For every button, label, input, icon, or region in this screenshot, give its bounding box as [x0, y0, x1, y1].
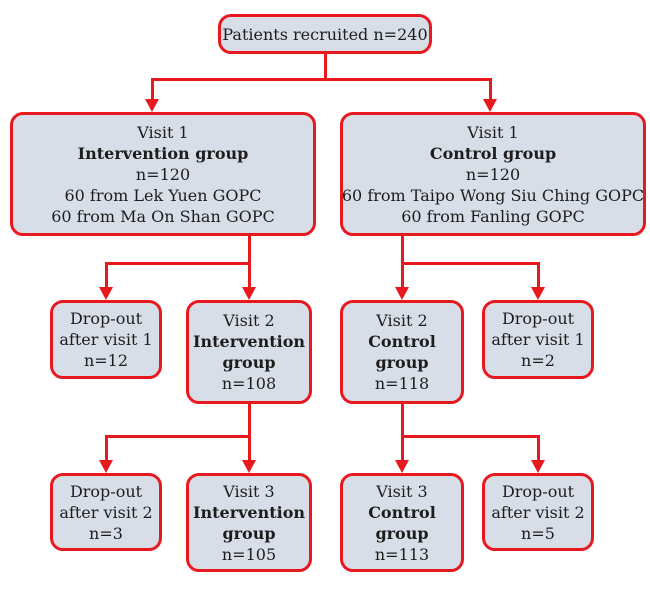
- node-text-line: group: [222, 353, 276, 372]
- connector-line: [400, 435, 404, 462]
- node-text-line: Control: [368, 332, 436, 351]
- node-text-line: after visit 2: [59, 502, 153, 522]
- node-visit3-intervention-group: Visit 3 Intervention group n=105: [186, 473, 312, 572]
- connector-line: [323, 54, 327, 81]
- node-visit1-intervention-group: Visit 1 Intervention group n=120 60 from…: [10, 112, 316, 236]
- node-text-line: Visit 2: [376, 311, 428, 330]
- node-dropout-after-visit2-intervention: Drop-out after visit 2 n=3: [50, 473, 162, 551]
- node-text-line: 60 from Ma On Shan GOPC: [51, 206, 275, 226]
- node-text-line: Visit 3: [376, 481, 428, 501]
- connector-line: [104, 435, 251, 438]
- node-text-line: n=120: [135, 164, 191, 184]
- node-text-line: group: [222, 523, 276, 543]
- arrow-down-icon: [242, 287, 256, 300]
- connector-line: [150, 78, 154, 100]
- node-text-line: group: [375, 353, 429, 372]
- node-text-line: Control group: [429, 143, 557, 163]
- node-text-line: after visit 1: [59, 330, 153, 349]
- node-text-line: after visit 1: [491, 330, 585, 349]
- node-visit2-control-group: Visit 2 Control group n=118: [340, 300, 464, 404]
- node-text-line: n=113: [374, 544, 430, 564]
- node-dropout-after-visit2-control: Drop-out after visit 2 n=5: [482, 473, 594, 551]
- node-text-line: Visit 1: [137, 122, 189, 142]
- node-text-line: Visit 2: [223, 311, 275, 330]
- connector-line: [400, 262, 540, 265]
- connector-line: [104, 435, 108, 462]
- connector-line: [488, 78, 492, 100]
- node-text-line: Patients recruited n=240: [222, 24, 428, 44]
- arrow-down-icon: [395, 287, 409, 300]
- connector-line: [247, 404, 251, 438]
- arrow-down-icon: [99, 460, 113, 473]
- connector-line: [400, 236, 404, 265]
- node-text-line: after visit 2: [491, 502, 585, 522]
- connector-line: [247, 262, 251, 289]
- node-text-line: n=118: [374, 374, 430, 393]
- node-text-line: 60 from Taipo Wong Siu Ching GOPC: [341, 185, 645, 205]
- connector-line: [247, 435, 251, 462]
- arrow-down-icon: [395, 460, 409, 473]
- node-dropout-after-visit1-control: Drop-out after visit 1 n=2: [482, 300, 594, 379]
- connector-line: [104, 262, 108, 289]
- node-text-line: 60 from Lek Yuen GOPC: [64, 185, 262, 205]
- node-text-line: Intervention group: [77, 143, 249, 163]
- connector-line: [536, 262, 540, 289]
- node-visit2-intervention-group: Visit 2 Intervention group n=108: [186, 300, 312, 404]
- connector-line: [400, 262, 404, 289]
- node-visit1-control-group: Visit 1 Control group n=120 60 from Taip…: [340, 112, 646, 236]
- connector-line: [400, 435, 540, 438]
- connector-line: [400, 404, 404, 438]
- node-text-line: n=105: [221, 544, 277, 564]
- node-visit3-control-group: Visit 3 Control group n=113: [340, 473, 464, 572]
- node-text-line: Control: [368, 502, 436, 522]
- arrow-down-icon: [483, 99, 497, 112]
- node-text-line: n=3: [89, 523, 123, 543]
- connector-line: [536, 435, 540, 462]
- node-text-line: n=108: [221, 374, 277, 393]
- node-text-line: Drop-out: [69, 309, 143, 328]
- node-text-line: 60 from Fanling GOPC: [401, 206, 585, 226]
- node-dropout-after-visit1-intervention: Drop-out after visit 1 n=12: [50, 300, 162, 379]
- node-text-line: Visit 3: [223, 481, 275, 501]
- node-text-line: n=120: [465, 164, 521, 184]
- connector-line: [150, 78, 492, 81]
- node-text-line: Drop-out: [501, 481, 575, 501]
- node-text-line: Drop-out: [69, 481, 143, 501]
- arrow-down-icon: [99, 287, 113, 300]
- arrow-down-icon: [531, 287, 545, 300]
- arrow-down-icon: [145, 99, 159, 112]
- node-text-line: n=5: [521, 523, 555, 543]
- node-text-line: Visit 1: [467, 122, 519, 142]
- connector-line: [247, 236, 251, 265]
- node-text-line: n=12: [83, 351, 129, 370]
- arrow-down-icon: [242, 460, 256, 473]
- node-patients-recruited: Patients recruited n=240: [218, 14, 432, 54]
- node-text-line: n=2: [521, 351, 555, 370]
- node-text-line: Intervention: [193, 332, 305, 351]
- node-text-line: Intervention: [193, 502, 305, 522]
- node-text-line: Drop-out: [501, 309, 575, 328]
- node-text-line: group: [375, 523, 429, 543]
- arrow-down-icon: [531, 460, 545, 473]
- connector-line: [104, 262, 251, 265]
